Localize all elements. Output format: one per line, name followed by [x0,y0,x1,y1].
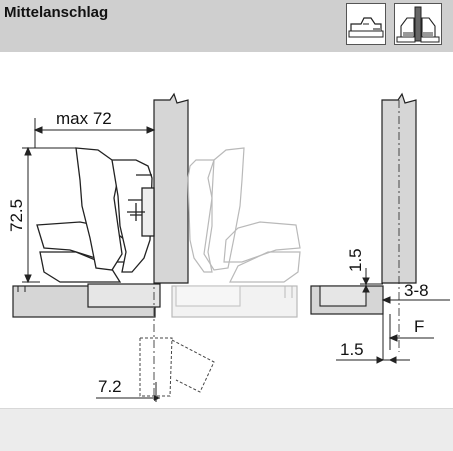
middle-panel-overlay-icon [394,3,442,45]
hinge-cup [87,283,161,308]
hinge-side-view-icon [346,3,386,45]
label-range: 3-8 [404,281,429,300]
label-bottom-gap: 1.5 [340,340,364,359]
label-max-width: max 72 [56,109,112,128]
door-open-ghost [139,337,215,397]
dim-height [22,146,78,284]
hinge-arm-ghost [187,147,301,283]
label-vertical-gap: 1.5 [346,248,365,272]
dim-max-width [33,118,156,148]
footer-bar [0,408,453,451]
hinge-technical-drawing: max 72 72.5 7.2 [7,92,450,402]
hinge-arm [36,147,155,283]
page-title: Mittelanschlag [4,4,109,21]
middle-wall-detail [381,92,417,284]
header-bar: Mittelanschlag [0,0,453,52]
label-height: 72.5 [7,199,26,232]
label-f: F [414,317,424,336]
middle-wall [153,92,189,284]
label-offset-bottom: 7.2 [98,377,122,396]
